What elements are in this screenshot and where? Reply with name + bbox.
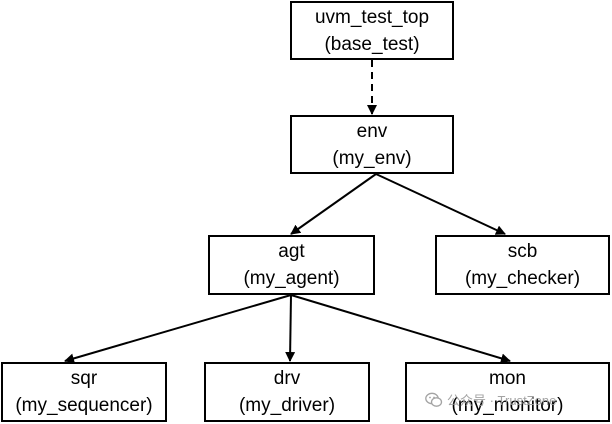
node-env: env (my_env)	[290, 115, 454, 174]
node-drv: drv (my_driver)	[204, 362, 370, 422]
edge-agt-to-drv	[285, 294, 296, 362]
node-type: (my_agent)	[243, 268, 340, 289]
node-name: env	[356, 120, 388, 142]
edge-env-to-scb	[375, 173, 506, 235]
node-scb: scb (my_checker)	[435, 235, 610, 295]
node-type: (base_test)	[324, 33, 420, 55]
edge-agt-to-mon	[290, 294, 511, 364]
edge-env-to-agt	[290, 173, 377, 235]
node-name: sqr	[70, 368, 98, 389]
watermark: 公众号 · TrustZone	[425, 390, 556, 409]
watermark-text: 公众号 · TrustZone	[447, 393, 557, 408]
node-name: mon	[489, 368, 526, 389]
node-type: (my_monitor)	[451, 395, 564, 416]
node-name: scb	[507, 241, 538, 262]
node-name: drv	[273, 368, 301, 389]
node-name: uvm_test_top	[314, 6, 430, 28]
node-sqr: sqr (my_sequencer)	[1, 362, 167, 422]
node-agt: agt (my_agent)	[208, 235, 375, 295]
node-name: agt	[278, 241, 305, 262]
node-type: (my_sequencer)	[15, 395, 153, 416]
node-type: (my_env)	[332, 147, 412, 169]
node-type: (my_checker)	[464, 268, 581, 289]
edge-agt-to-sqr	[64, 294, 292, 364]
node-type: (my_driver)	[238, 395, 336, 416]
node-uvm-test-top: uvm_test_top (base_test)	[290, 1, 454, 60]
node-mon: mon (my_monitor)	[405, 362, 610, 422]
wechat-icon	[425, 392, 443, 407]
